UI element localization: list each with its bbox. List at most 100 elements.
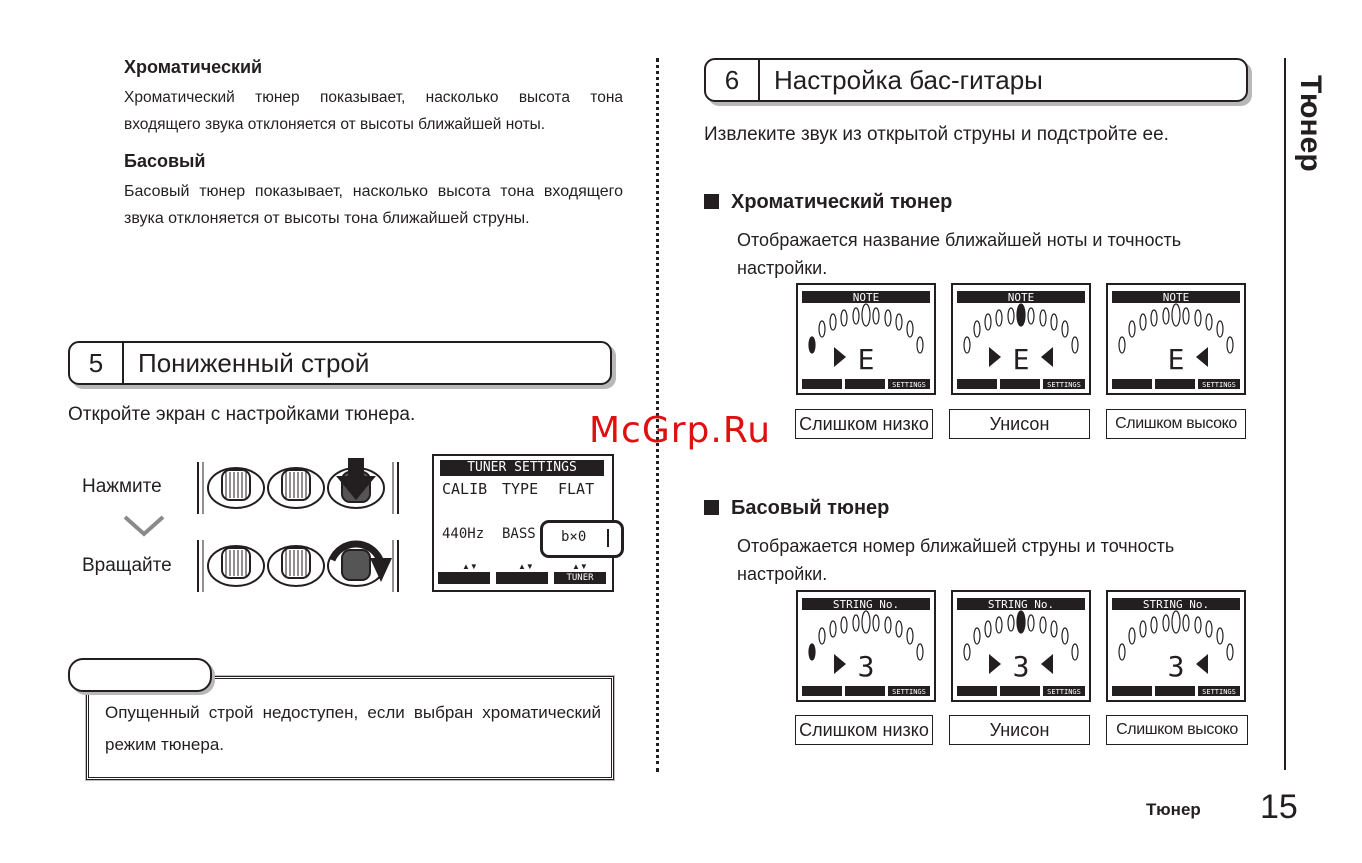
section-5-header: 5 Пониженный строй	[68, 341, 612, 385]
meter-segment	[884, 309, 892, 327]
knob-2-icon	[267, 545, 325, 587]
knob-panel-rotate	[197, 540, 399, 592]
meter-segment	[1016, 303, 1026, 327]
section-title: Пониженный строй	[138, 348, 370, 378]
meter-segment	[818, 627, 826, 645]
screen-header-bar	[957, 598, 1085, 610]
screen-footer-text: SETTINGS	[1202, 688, 1236, 696]
meter-segment	[1194, 616, 1202, 634]
screen-header-text: STRING No.	[1143, 598, 1209, 611]
meter-segment	[1050, 313, 1058, 331]
bass-description: Басовый тюнер показывает, насколько высо…	[124, 183, 623, 227]
settings-label-type: TYPE	[502, 480, 539, 498]
meter-segment	[1150, 616, 1158, 634]
meter-segment	[1128, 627, 1136, 645]
meter-segment	[840, 309, 848, 327]
screen-value: E	[858, 343, 875, 376]
meter-segment	[1139, 620, 1147, 638]
footer-bar	[888, 379, 930, 389]
meter-segment	[1071, 336, 1079, 354]
meter-segment	[995, 309, 1003, 327]
meter-segment	[808, 643, 816, 661]
meter-segment	[1139, 313, 1147, 331]
chromatic-tuner-description: Отображается название ближайшей ноты и т…	[737, 230, 1182, 278]
screen-header-text: NOTE	[1008, 291, 1035, 304]
screen-footer-text: SETTINGS	[1047, 688, 1081, 696]
bass-label-unison: Унисон	[949, 715, 1090, 745]
meter-segment	[1150, 309, 1158, 327]
section-6-intro: Извлеките звук из открытой струны и подс…	[704, 124, 1169, 145]
screen-header-text: STRING No.	[833, 598, 899, 611]
footer-bar	[1000, 686, 1040, 696]
meter-segment	[1027, 614, 1035, 632]
meter-segment	[1016, 610, 1026, 634]
section-6-header: 6 Настройка бас-гитары	[704, 58, 1248, 102]
footer-section-name: Тюнер	[1146, 800, 1201, 819]
screen-value: E	[1168, 343, 1185, 376]
side-title: Тюнер	[1294, 75, 1327, 172]
section-number: 5	[70, 343, 124, 383]
meter-segment	[1216, 627, 1224, 645]
bass-tuner-heading: Басовый тюнер	[704, 497, 889, 520]
footer-bar	[888, 686, 930, 696]
footer-bar	[1112, 686, 1152, 696]
meter-segment	[829, 620, 837, 638]
screen-header-text: NOTE	[853, 291, 880, 304]
meter-segment	[818, 320, 826, 338]
right-arrow-icon	[989, 347, 1001, 367]
meter-segment	[973, 627, 981, 645]
meter-segment	[872, 307, 880, 325]
settings-screen-title: TUNER SETTINGS	[440, 460, 604, 476]
right-arrow-icon	[834, 347, 846, 367]
screen-header-text: NOTE	[1163, 291, 1190, 304]
footer-bar	[1043, 379, 1085, 389]
meter-segment	[1171, 610, 1181, 634]
meter-segment	[861, 303, 871, 327]
page-number: 15	[1260, 788, 1298, 826]
settings-label-calib: CALIB	[442, 480, 488, 498]
meter-segment	[840, 616, 848, 634]
meter-segment	[963, 336, 971, 354]
screen-value: 3	[1168, 650, 1185, 683]
meter-segment	[1118, 336, 1126, 354]
meter-segment	[1050, 620, 1058, 638]
rotate-label: Вращайте	[82, 555, 172, 576]
footer-bar	[1198, 379, 1240, 389]
note-text: Опущенный строй недоступен, если выбран …	[105, 703, 601, 754]
footer-bar	[957, 379, 997, 389]
meter-segment	[916, 336, 924, 354]
bass-tuner-description: Отображается номер ближайшей струны и то…	[737, 536, 1175, 584]
meter-segment	[916, 643, 924, 661]
meter-segment	[852, 307, 860, 325]
chevron-down-icon	[123, 515, 165, 537]
footer-bar	[802, 379, 842, 389]
meter-segment	[1128, 320, 1136, 338]
chromatic-label-too-high: Слишком высоко	[1106, 409, 1246, 439]
meter-segment	[973, 320, 981, 338]
meter-segment	[1226, 643, 1234, 661]
footer-bar	[957, 686, 997, 696]
bass-label-too-high: Слишком высоко	[1106, 715, 1248, 745]
meter-segment	[1226, 336, 1234, 354]
meter-segment	[1205, 313, 1213, 331]
meter-segment	[1162, 614, 1170, 632]
meter-segment	[1007, 614, 1015, 632]
watermark: McGrp.Ru	[589, 410, 772, 451]
footer-bar	[845, 686, 885, 696]
side-rule	[1284, 58, 1286, 770]
section-number: 6	[706, 60, 760, 100]
screen-header-bar	[1112, 291, 1240, 303]
meter-segment	[906, 627, 914, 645]
screen-value: E	[1013, 343, 1030, 376]
meter-segment	[1182, 307, 1190, 325]
flat-value-highlight: b×0	[540, 520, 624, 558]
screen-header-bar	[802, 291, 930, 303]
meter-segment	[895, 620, 903, 638]
chromatic-label-too-low: Слишком низко	[795, 409, 933, 439]
meter-segment	[1118, 643, 1126, 661]
screen-header-text: STRING No.	[988, 598, 1054, 611]
rotate-arrow-icon	[328, 540, 392, 582]
